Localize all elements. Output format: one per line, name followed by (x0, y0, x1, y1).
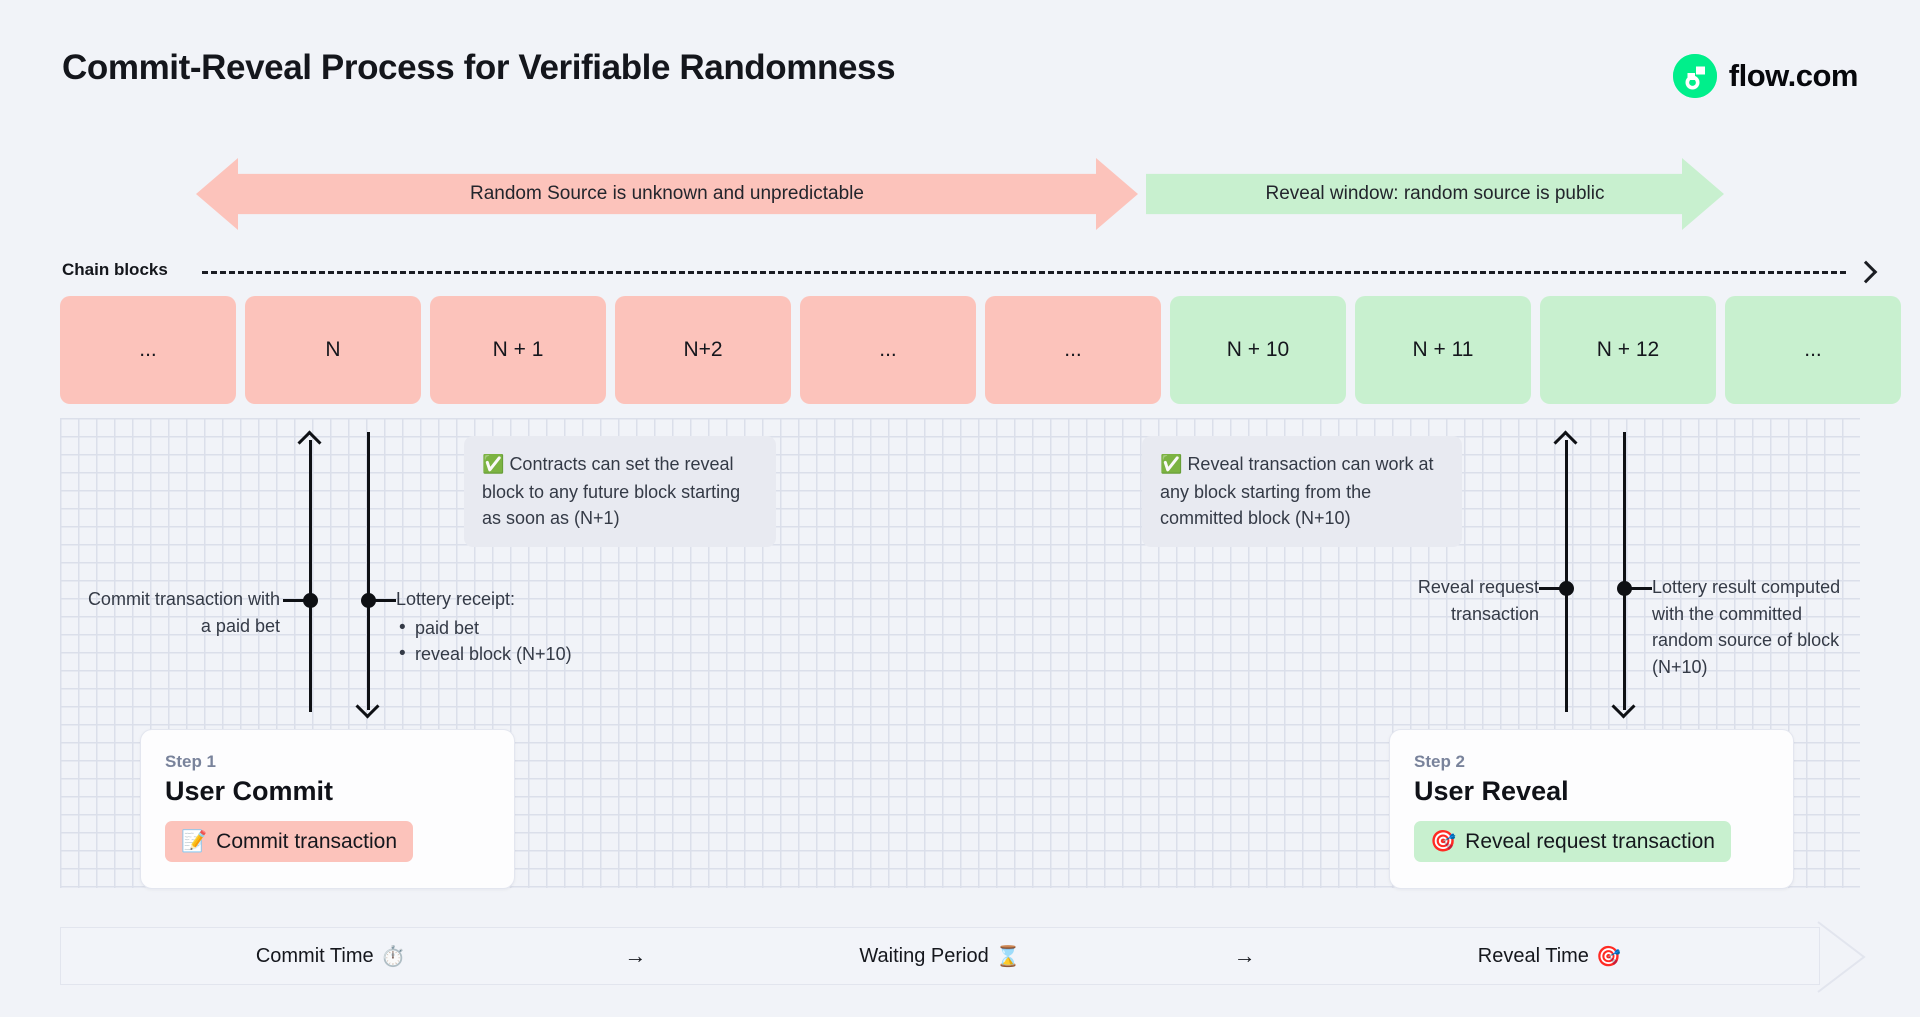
step-1-pill-label: Commit transaction (216, 829, 398, 853)
timeline-separator-1: → (624, 943, 647, 968)
flow-logo-icon (1672, 54, 1717, 98)
chain-block[interactable]: N + 12 (1540, 296, 1716, 404)
timeline-arrow-head-icon (1816, 921, 1866, 993)
chain-block[interactable]: N + 1 (430, 296, 606, 404)
step-2-eyebrow: Step 2 (1414, 752, 1466, 771)
commit-connector-line (309, 440, 312, 712)
result-connector-stub (1624, 587, 1652, 590)
step-2-heading: User Reveal (1414, 776, 1569, 806)
check-mark-button-icon: ✅ (482, 454, 505, 475)
chain-block[interactable]: N (245, 296, 421, 404)
note-text: Reveal transaction can work at any block… (1160, 454, 1434, 529)
commit-connector-stub (283, 599, 311, 602)
commit-connector-dot (303, 593, 318, 608)
chain-block[interactable]: ... (800, 296, 976, 404)
step-2-pill-label: Reveal request transaction (1465, 829, 1715, 853)
lottery-receipt-title: Lottery receipt: (396, 589, 516, 609)
chain-blocks-label: Chain blocks (62, 260, 168, 279)
hourglass-icon: ⌛ (995, 944, 1021, 968)
result-connector-line (1623, 432, 1626, 710)
reveal-connector-stub (1539, 587, 1567, 590)
annotation-lottery-receipt: Lottery receipt: paid bet reveal block (… (396, 586, 686, 668)
receipt-connector-dot (361, 593, 376, 608)
receipt-connector-line (367, 432, 370, 710)
chain-block[interactable]: ... (60, 296, 236, 404)
brand-logo-text: flow.com (1728, 58, 1859, 93)
chain-block[interactable]: ... (1725, 296, 1901, 404)
result-connector-dot (1617, 581, 1632, 596)
note-reveal-transaction-window: ✅ Reveal transaction can work at any blo… (1142, 436, 1462, 547)
card-step-2[interactable]: Step 2 User Reveal 🎯 Reveal request tran… (1389, 729, 1794, 889)
timeline-label: Waiting Period (859, 944, 989, 967)
phase-label-reveal: Reveal window: random source is public (1265, 183, 1605, 204)
chain-block-list: ... N N + 1 N+2 ... ... N + 10 N + 11 N … (60, 296, 1901, 404)
chain-block[interactable]: N + 10 (1170, 296, 1346, 404)
list-item: paid bet (396, 614, 686, 642)
direct-hit-icon: 🎯 (1430, 829, 1457, 853)
step-2-pill[interactable]: 🎯 Reveal request transaction (1414, 821, 1731, 862)
note-text: Contracts can set the reveal block to an… (482, 454, 741, 529)
step-1-pill[interactable]: 📝 Commit transaction (165, 821, 414, 862)
chain-axis (202, 260, 1878, 284)
timeline-separator-2: → (1233, 943, 1256, 968)
arrow-right-icon (1854, 260, 1878, 284)
reveal-connector-line (1565, 440, 1568, 712)
phase-arrow-row: Random Source is unknown and unpredictab… (196, 158, 1724, 230)
timeline-segment-reveal: Reveal Time 🎯 (1280, 944, 1819, 968)
phase-arrow-unknown: Random Source is unknown and unpredictab… (196, 158, 1138, 230)
bottom-timeline: Commit Time ⏱️ → Waiting Period ⌛ → Reve… (60, 927, 1820, 985)
chain-block[interactable]: N+2 (615, 296, 791, 404)
phase-label-unknown: Random Source is unknown and unpredictab… (470, 183, 864, 204)
annotation-commit-transaction: Commit transaction with a paid bet (87, 589, 280, 636)
chain-block[interactable]: N + 11 (1355, 296, 1531, 404)
direct-hit-icon: 🎯 (1595, 944, 1621, 968)
page-title: Commit-Reveal Process for Verifiable Ran… (62, 48, 896, 87)
receipt-connector-stub (368, 599, 396, 602)
card-step-1[interactable]: Step 1 User Commit 📝 Commit transaction (140, 729, 515, 889)
brand-logo: flow.com (1672, 54, 1859, 98)
stopwatch-icon: ⏱️ (380, 944, 406, 968)
timeline-label: Reveal Time (1477, 944, 1589, 967)
chain-block[interactable]: ... (985, 296, 1161, 404)
lottery-receipt-list: paid bet reveal block (N+10) (396, 614, 686, 668)
timeline-segment-commit: Commit Time ⏱️ (61, 944, 600, 968)
memo-icon: 📝 (181, 829, 208, 853)
chain-axis-line (202, 271, 1846, 274)
list-item: reveal block (N+10) (396, 640, 686, 668)
step-1-eyebrow: Step 1 (165, 752, 217, 771)
timeline-segment-waiting: Waiting Period ⌛ (670, 944, 1209, 968)
annotation-lottery-result: Lottery result computed with the committ… (1652, 577, 1841, 677)
timeline-label: Commit Time (255, 944, 374, 967)
reveal-connector-dot (1559, 581, 1574, 596)
note-contracts-reveal-block: ✅ Contracts can set the reveal block to … (464, 436, 776, 547)
annotation-reveal-request: Reveal request transaction (1417, 577, 1539, 624)
check-mark-button-icon: ✅ (1160, 454, 1183, 475)
phase-arrow-reveal: Reveal window: random source is public (1146, 158, 1724, 230)
step-1-heading: User Commit (165, 776, 334, 806)
